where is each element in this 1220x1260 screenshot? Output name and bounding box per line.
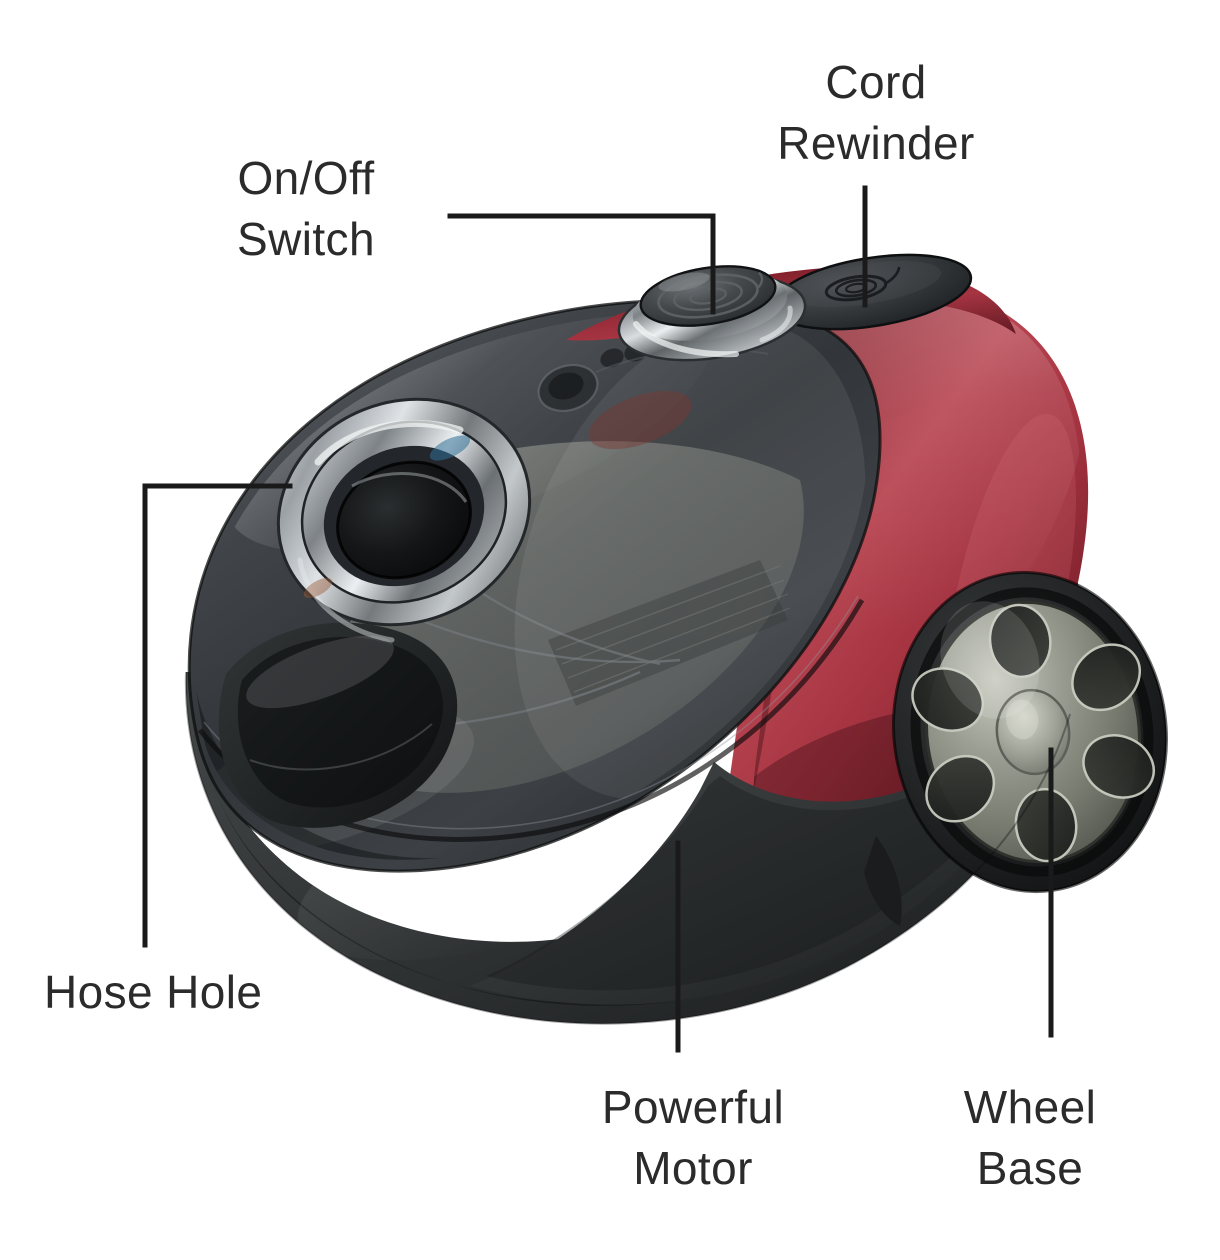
callout-label-cord-rewinder: Cord Rewinder xyxy=(777,56,975,169)
hose-inlet-port xyxy=(276,397,532,643)
vacuum-cleaner-body xyxy=(184,253,1169,1025)
interior-mechanism xyxy=(537,336,769,450)
leader-line-on-off-switch xyxy=(447,213,716,315)
front-bumper-cavity xyxy=(218,622,458,828)
power-switch-rings xyxy=(657,271,764,319)
top-control-deck xyxy=(566,253,1016,373)
rear-wheel xyxy=(891,570,1169,894)
wheel-hubcap xyxy=(911,600,1155,864)
callout-label-powerful-motor: Powerful Motor xyxy=(601,1081,785,1194)
callout-label-hose-hole: Hose Hole xyxy=(44,966,263,1018)
rear-lower-skirt xyxy=(470,660,1066,1005)
caster-hint xyxy=(864,836,902,926)
leader-lines xyxy=(142,185,1054,1053)
callout-label-wheel-base: Wheel Base xyxy=(963,1081,1097,1194)
callout-label-on-off-switch: On/Off Switch xyxy=(237,152,375,265)
power-switch[interactable] xyxy=(613,258,811,373)
leader-line-hose-hole xyxy=(142,483,293,948)
